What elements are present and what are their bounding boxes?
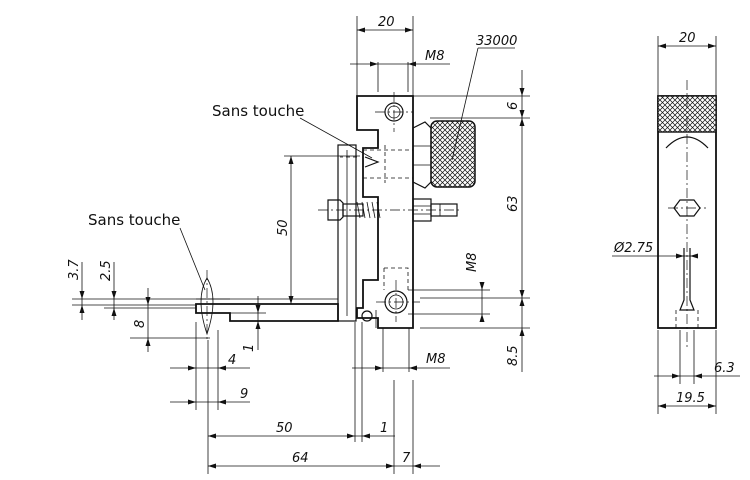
label-no-contact-top: Sans touche <box>212 102 304 120</box>
dim-side-width: 20 <box>679 31 696 46</box>
dim-1-vertical: 1 <box>242 344 257 352</box>
dim-side-19-5: 19.5 <box>676 391 705 406</box>
side-view <box>657 80 717 348</box>
side-pin <box>679 248 695 311</box>
dim-top-offset: 6 <box>506 102 521 110</box>
part-number: 33000 <box>476 34 517 49</box>
dim-height-main: 63 <box>506 195 521 212</box>
nut <box>412 121 432 189</box>
dim-4: 4 <box>228 353 236 368</box>
dim-side-6-3: 6.3 <box>714 361 735 376</box>
dim-2-5: 2.5 <box>99 260 114 281</box>
dim-3-7: 3.7 <box>67 259 82 280</box>
dim-9: 9 <box>240 387 248 402</box>
horizontal-arm <box>195 303 339 322</box>
annotations: Sans touche Sans touche <box>88 102 373 291</box>
main-body-outline <box>356 95 414 329</box>
dim-side-thread: M8 <box>465 253 480 273</box>
dim-8: 8 <box>133 320 148 328</box>
bolt-end <box>430 203 458 217</box>
dim-top-thread: M8 <box>425 49 445 64</box>
dim-length-50: 50 <box>276 421 293 436</box>
front-view <box>195 92 476 340</box>
dim-length-64: 64 <box>292 451 309 466</box>
dim-diameter: Ø2.75 <box>613 241 653 256</box>
dim-bottom-offset: 8.5 <box>506 345 521 366</box>
dim-height-50: 50 <box>276 219 291 236</box>
label-no-contact-left: Sans touche <box>88 211 180 229</box>
probe-plate <box>337 144 357 322</box>
dim-length-1: 1 <box>380 421 388 436</box>
front-dimensions: 20 M8 33000 6 63 8.5 50 M8 <box>67 15 530 474</box>
side-dimensions: 20 Ø2.75 6.3 19.5 <box>612 31 740 414</box>
dim-bottom-thread: M8 <box>426 352 446 367</box>
bolt-head-left <box>327 199 344 221</box>
spring <box>356 201 381 219</box>
dim-length-7: 7 <box>402 451 411 466</box>
dim-top-width: 20 <box>378 15 395 30</box>
